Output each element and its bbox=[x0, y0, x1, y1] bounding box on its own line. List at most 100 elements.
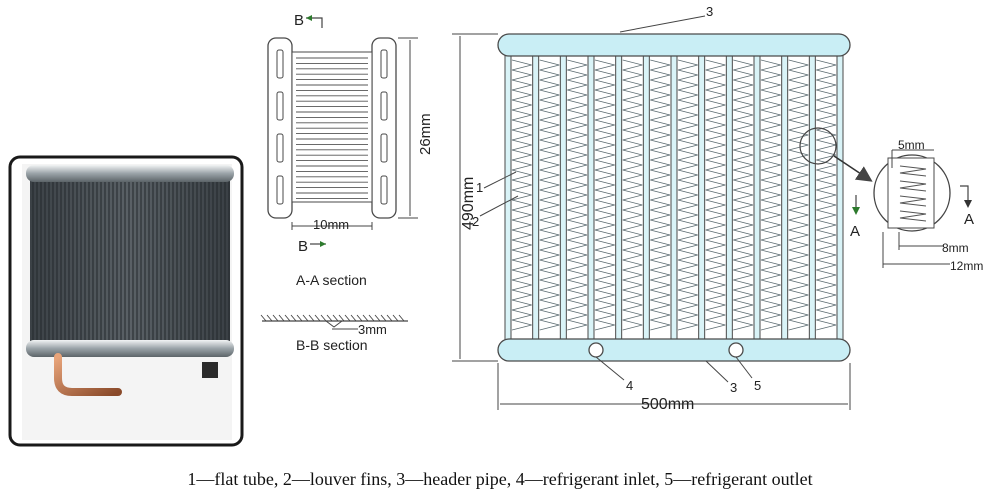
louver-fin bbox=[539, 59, 560, 331]
section-bb-hatch-line bbox=[350, 314, 357, 322]
section-bb-hatch-line bbox=[380, 314, 387, 322]
section-aa-slot bbox=[380, 175, 388, 205]
section-bb-hatch-line bbox=[326, 314, 333, 322]
section-bb: 3mm B-B section bbox=[260, 314, 408, 353]
section-aa-height-dim: 26mm bbox=[417, 113, 434, 155]
section-bb-hatch-line bbox=[320, 314, 327, 322]
section-aa-slots bbox=[276, 49, 388, 205]
louver-fin bbox=[622, 59, 643, 331]
detail-12mm: 12mm bbox=[950, 259, 983, 273]
section-aa-slot bbox=[380, 49, 388, 79]
section-bb-hatch-line bbox=[398, 314, 405, 322]
callout-1-leader bbox=[483, 171, 517, 189]
section-aa-marker-bottom: B bbox=[298, 238, 308, 255]
section-bb-hatch-line bbox=[392, 314, 399, 322]
section-aa-slot bbox=[276, 91, 284, 121]
main-drawing: 490mm 500mm 3 1 2 4 3 5 bbox=[452, 4, 873, 413]
flat-tube bbox=[808, 51, 816, 343]
main-tubes bbox=[504, 51, 844, 343]
section-aa-slot bbox=[380, 133, 388, 163]
louver-fin bbox=[816, 59, 837, 331]
section-bb-hatch-line bbox=[374, 314, 381, 322]
flat-tube bbox=[725, 51, 733, 343]
figure-caption: 1—flat tube, 2—louver fins, 3—header pip… bbox=[187, 469, 812, 489]
detail-tube-body bbox=[887, 157, 935, 229]
section-bb-hatch-line bbox=[308, 314, 315, 322]
section-bb-hatch-line bbox=[338, 314, 345, 322]
top-header-pipe bbox=[497, 33, 851, 57]
section-bb-hatch-line bbox=[266, 314, 273, 322]
louver-fin bbox=[594, 59, 615, 331]
section-bb-hatch-line bbox=[272, 314, 279, 322]
photo-top-header bbox=[26, 165, 234, 182]
callout-3-top: 3 bbox=[706, 4, 713, 19]
section-aa-marker-top: B bbox=[294, 12, 304, 29]
flat-tube bbox=[836, 51, 844, 343]
heat-exchanger-photo bbox=[8, 155, 244, 447]
louver-fin bbox=[760, 59, 781, 331]
callout-1: 1 bbox=[476, 180, 483, 195]
section-aa-slot bbox=[276, 175, 284, 205]
detail-fin-wave bbox=[899, 180, 927, 192]
louver-fin bbox=[650, 59, 671, 331]
detail-8mm: 8mm bbox=[942, 241, 969, 255]
callout-4: 4 bbox=[626, 378, 633, 393]
detail-section-right-leader bbox=[960, 185, 969, 204]
louver-fin bbox=[677, 59, 698, 331]
main-louver-fins bbox=[511, 59, 837, 331]
section-bb-hatch-line bbox=[302, 314, 309, 322]
section-bb-hatch-line bbox=[260, 314, 267, 322]
callout-3-top-leader bbox=[619, 15, 706, 33]
section-aa-slot bbox=[276, 49, 284, 79]
callout-3-bottom-leader bbox=[705, 360, 729, 383]
refrigerant-outlet bbox=[728, 342, 744, 358]
detail-source-circle bbox=[799, 127, 837, 165]
detail-fin-wave bbox=[899, 210, 927, 222]
refrigerant-inlet bbox=[588, 342, 604, 358]
flat-tube bbox=[698, 51, 706, 343]
flat-tube bbox=[642, 51, 650, 343]
section-aa-slot bbox=[380, 91, 388, 121]
section-bb-hatch-line bbox=[368, 314, 375, 322]
section-bb-louver bbox=[325, 320, 343, 328]
section-bb-title: B-B section bbox=[296, 337, 368, 353]
flat-tube bbox=[532, 51, 540, 343]
flat-tube bbox=[615, 51, 623, 343]
detail-fin-wave bbox=[899, 165, 927, 177]
louver-fin bbox=[705, 59, 726, 331]
detail-fin-wave bbox=[899, 195, 927, 207]
section-bb-hatch-line bbox=[314, 314, 321, 322]
photo-fin-lines bbox=[32, 180, 230, 344]
flat-tube bbox=[753, 51, 761, 343]
flat-tube bbox=[670, 51, 678, 343]
detail-5mm: 5mm bbox=[898, 138, 925, 152]
photo-inlet-pipe bbox=[54, 353, 122, 396]
section-bb-hatch-line bbox=[290, 314, 297, 322]
callout-5: 5 bbox=[754, 378, 761, 393]
section-bb-hatch-line bbox=[362, 314, 369, 322]
section-bb-dim: 3mm bbox=[358, 322, 387, 337]
detail-section-right-arrow bbox=[964, 200, 972, 208]
main-height-dim: 490mm bbox=[460, 177, 477, 230]
detail-section-left: A bbox=[850, 223, 860, 240]
section-aa-title: A-A section bbox=[296, 272, 367, 288]
callout-5-leader bbox=[735, 356, 753, 379]
section-bb-hatch-line bbox=[386, 314, 393, 322]
main-width-dim: 500mm bbox=[641, 396, 694, 413]
detail-section-right: A bbox=[964, 211, 974, 228]
section-aa-marker-bottom-arrow bbox=[320, 241, 326, 247]
section-aa-marker-top-leader bbox=[306, 17, 323, 28]
detail-fin-waves bbox=[899, 165, 927, 222]
photo-core bbox=[30, 177, 230, 347]
louver-fin bbox=[733, 59, 754, 331]
section-bb-hatch-line bbox=[296, 314, 303, 322]
detail-section-left-arrow bbox=[852, 207, 860, 215]
callout-2: 2 bbox=[472, 214, 479, 229]
photo-bottom-header bbox=[26, 340, 234, 357]
section-bb-hatch-line bbox=[332, 314, 339, 322]
flat-tube bbox=[559, 51, 567, 343]
bottom-header-pipe bbox=[497, 338, 851, 362]
section-bb-hatch-line bbox=[356, 314, 363, 322]
detail-view: 5mm 8mm 12mm A A bbox=[850, 138, 983, 273]
